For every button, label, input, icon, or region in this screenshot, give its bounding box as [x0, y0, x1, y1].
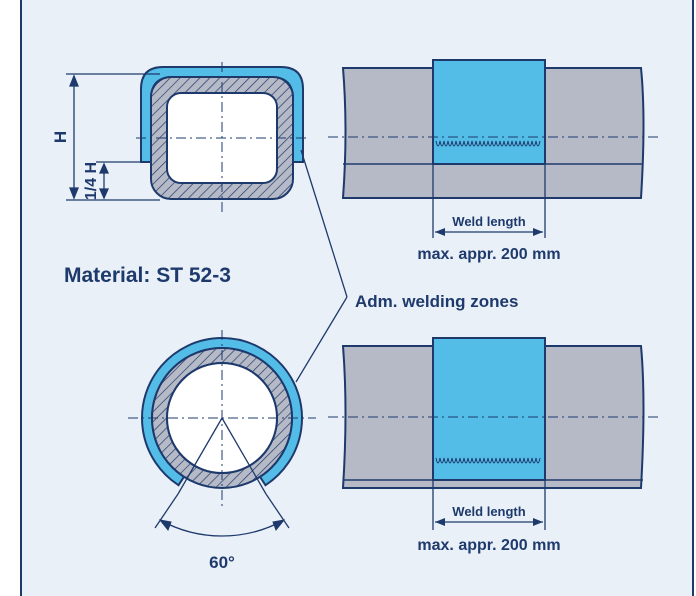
height-dimensions	[66, 73, 160, 201]
material-label: Material: ST 52-3	[64, 264, 231, 287]
top-weld-length-label: Weld length	[452, 214, 525, 229]
bottom-side-view	[328, 337, 660, 530]
bottom-weld-zone	[432, 337, 546, 481]
bottom-weld-length-label: Weld length	[452, 504, 525, 519]
welding-zone-leaders	[295, 149, 348, 383]
top-side-view	[328, 59, 660, 238]
top-max-length-label: max. appr. 200 mm	[417, 246, 560, 263]
top-weld-seam	[435, 140, 541, 147]
square-tube-section	[136, 62, 308, 212]
bottom-weld-seam	[435, 457, 541, 464]
round-tube-section	[128, 330, 316, 529]
angle-label: 60°	[209, 553, 235, 572]
angle-dimension	[158, 519, 286, 537]
welding-zones-label: Adm. welding zones	[355, 292, 518, 311]
top-weld-zone	[432, 59, 546, 165]
dimension-h-label: H	[51, 131, 70, 143]
dimension-quarter-h-label: 1/4 H	[83, 162, 100, 200]
bottom-max-length-label: max. appr. 200 mm	[417, 537, 560, 554]
